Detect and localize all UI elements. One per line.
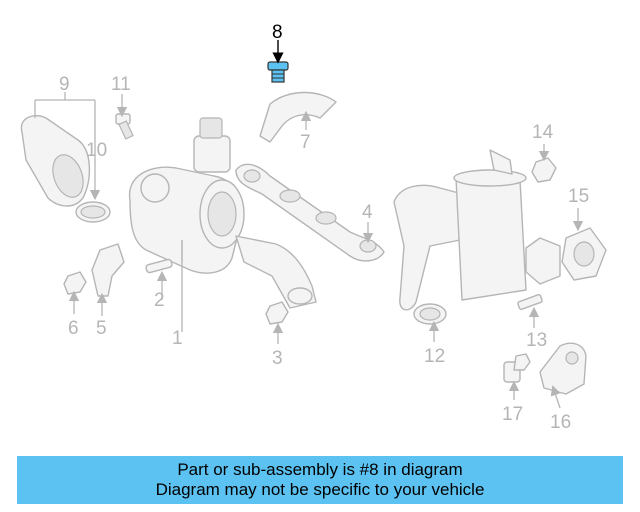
- callout-14: 14: [532, 122, 554, 143]
- heat-shield-part: [259, 91, 337, 143]
- callout-11: 11: [111, 74, 131, 95]
- info-banner: Part or sub-assembly is #8 in diagram Di…: [17, 456, 623, 504]
- parts-diagram: 1 2 3 4 5 6 7 8 9 10 11 12 13 14 15 16 1…: [20, 22, 607, 433]
- callout-7: 7: [300, 132, 311, 153]
- nut-17-part: [503, 353, 531, 383]
- callout-1: 1: [172, 328, 183, 349]
- banner-part-note: Part or sub-assembly is #8 in diagram: [177, 460, 463, 479]
- callout-15: 15: [568, 186, 589, 207]
- banner-disclaimer: Diagram may not be specific to your vehi…: [155, 480, 485, 499]
- bolt-11-part: [115, 113, 134, 140]
- callout-3: 3: [272, 348, 283, 369]
- stud-2-part: [145, 258, 173, 274]
- callout-16: 16: [550, 412, 571, 433]
- manifold-gasket-part: [235, 163, 385, 262]
- callout-12: 12: [424, 346, 445, 367]
- bolt-8-part: [267, 61, 289, 83]
- callout-13: 13: [526, 330, 547, 351]
- callout-5: 5: [96, 318, 107, 339]
- catalytic-converter-part: [393, 149, 561, 325]
- callout-9: 9: [59, 74, 70, 95]
- bracket-5-part: [91, 243, 125, 297]
- callout-17: 17: [502, 404, 523, 425]
- callout-6: 6: [68, 318, 79, 339]
- nut-6-part: [63, 271, 87, 295]
- nut-3-part: [265, 301, 289, 325]
- bolt-13-part: [517, 294, 543, 310]
- callout-2: 2: [154, 290, 165, 311]
- callout-8: 8: [272, 22, 283, 43]
- turbocharger-part: [128, 117, 317, 309]
- nut-14-part: [531, 157, 557, 183]
- intake-pipe-part: [20, 114, 111, 223]
- callout-4: 4: [362, 202, 373, 223]
- callout-10: 10: [86, 140, 107, 161]
